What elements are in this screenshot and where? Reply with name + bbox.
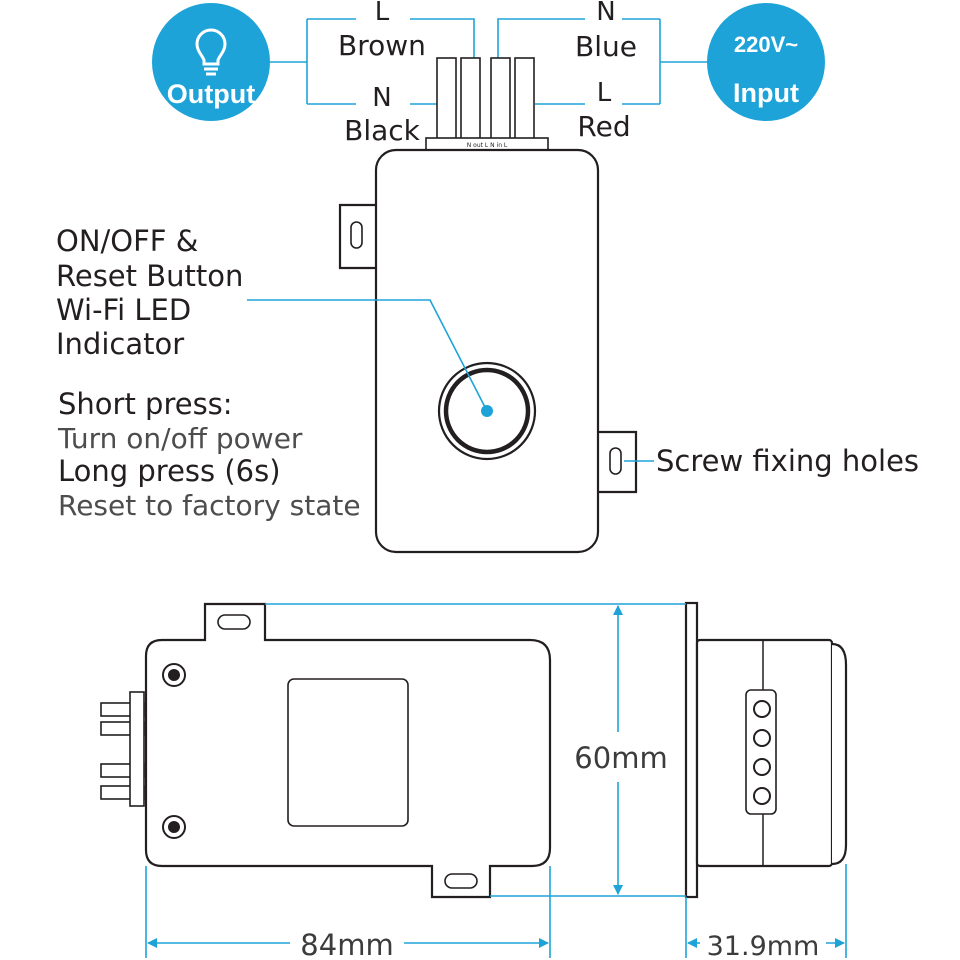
callout-line-2: Reset Button	[56, 259, 243, 293]
side-bottom-screw-hole	[444, 873, 478, 889]
long-press-title: Long press (6s)	[58, 454, 281, 488]
dimension-depth: 31.9mm	[707, 931, 820, 960]
device-end-view	[684, 601, 848, 899]
top-left-screw-hole	[350, 221, 363, 249]
end-cap	[831, 642, 848, 866]
wire-output-l-letter: L	[375, 0, 390, 27]
dimension-length: 84mm	[300, 928, 393, 960]
wire-output-n-letter: N	[372, 83, 391, 113]
callout-line-1: ON/OFF &	[56, 224, 198, 258]
wire-output-l-color: Brown	[338, 29, 426, 62]
wiring-lines	[270, 18, 707, 105]
input-badge-voltage: 220V~	[734, 32, 798, 57]
input-badge: 220V~ Input	[707, 3, 825, 121]
top-device-body	[374, 148, 600, 554]
device-side-view	[100, 602, 552, 899]
side-label-panel	[287, 678, 409, 827]
wire-terminals: N out L N in L	[425, 57, 549, 151]
callout-line-3: Wi-Fi LED	[56, 293, 191, 327]
short-press-desc: Turn on/off power	[57, 422, 303, 455]
side-screw-bottom	[162, 815, 186, 839]
long-press-desc: Reset to factory state	[58, 489, 361, 522]
wire-input-l-color: Red	[577, 110, 630, 143]
onoff-reset-button	[437, 361, 537, 461]
end-terminal-hole	[753, 700, 771, 718]
top-right-screw-hole	[609, 447, 622, 475]
callout-line-4: Indicator	[56, 327, 184, 361]
end-terminal-hole	[753, 729, 771, 747]
screw-fixing-holes-label: Screw fixing holes	[656, 444, 919, 478]
output-badge-label: Output	[167, 79, 255, 109]
side-top-screw-hole	[217, 614, 251, 630]
input-badge-label: Input	[733, 78, 799, 108]
output-badge: Output	[152, 3, 270, 121]
wire-input-n-color: Blue	[575, 30, 637, 63]
side-pin-block	[129, 691, 145, 807]
button-callout-dot	[481, 405, 493, 417]
button-callout-line	[247, 299, 488, 412]
end-terminal-hole	[753, 787, 771, 805]
terminal-marks: N out L N in L	[467, 142, 508, 149]
dimension-height: 60mm	[574, 741, 667, 775]
wire-output-n-color: Black	[344, 114, 421, 147]
wire-input-n-letter: N	[596, 0, 615, 27]
end-terminal-block	[745, 689, 777, 815]
side-screw-top	[162, 663, 186, 687]
dimension-lines	[145, 603, 847, 958]
end-terminal-hole	[753, 758, 771, 776]
short-press-title: Short press:	[58, 387, 233, 421]
device-top-view: N out L N in L	[338, 57, 638, 554]
wire-input-l-letter: L	[597, 78, 612, 108]
lightbulb-icon	[195, 28, 227, 76]
end-flange	[684, 601, 699, 899]
